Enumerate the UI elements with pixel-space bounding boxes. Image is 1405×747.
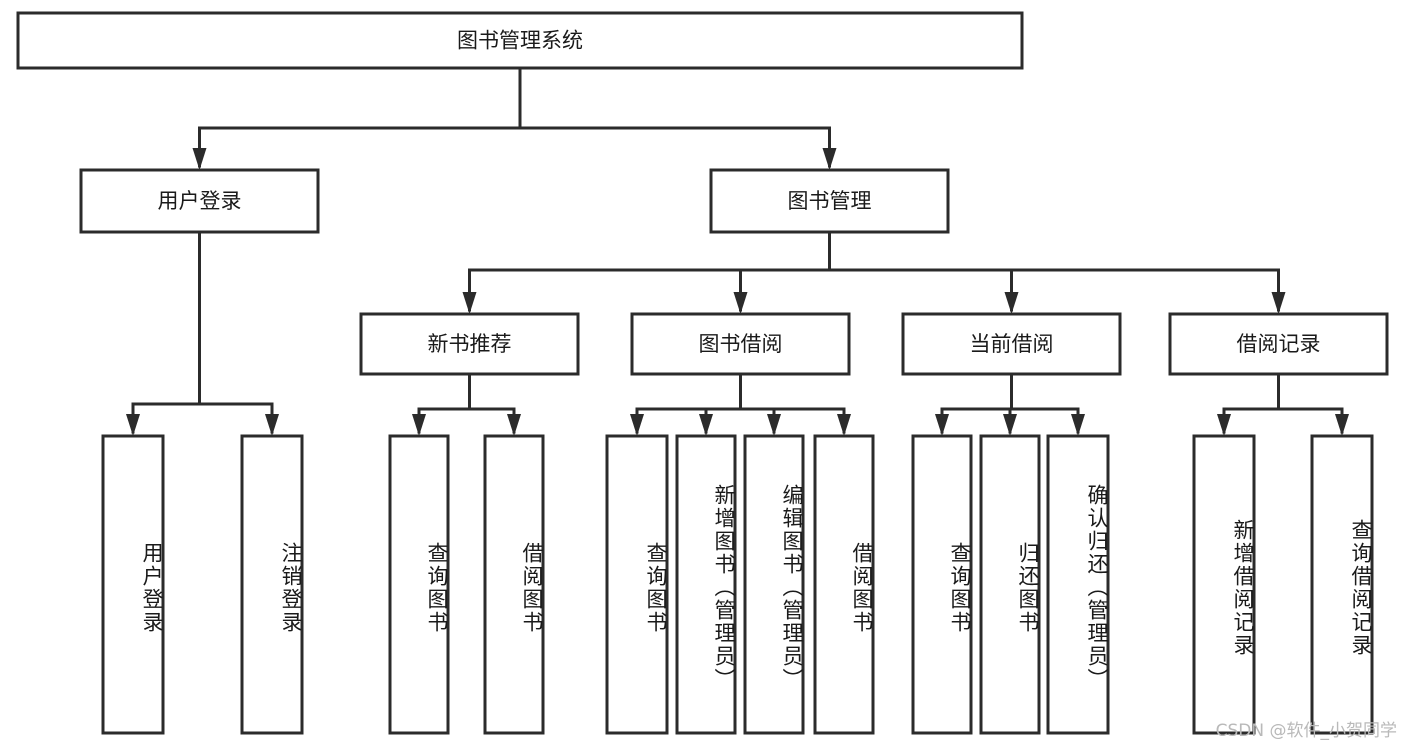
arrowhead-new-book-leaf-1 bbox=[507, 414, 521, 436]
arrowhead-level3-0 bbox=[462, 292, 477, 314]
arrowhead-level3-2 bbox=[1004, 292, 1019, 314]
level3-node-label-1: 图书借阅 bbox=[699, 332, 783, 356]
level3-node-box-3[interactable] bbox=[1168, 312, 1389, 376]
leaf-node-box-7[interactable] bbox=[813, 434, 875, 735]
arrowhead-current-borrow-leaf-2 bbox=[1071, 414, 1085, 436]
root-node-box[interactable] bbox=[16, 11, 1024, 70]
arrowhead-user-login-leaf-1 bbox=[265, 414, 279, 436]
arrowhead-borrow-record-leaf-0 bbox=[1217, 414, 1231, 436]
arrowhead-borrow-record-leaf-1 bbox=[1335, 414, 1349, 436]
arrowhead-book-borrow-leaf-3 bbox=[837, 414, 851, 436]
arrowhead-current-borrow-leaf-1 bbox=[1003, 414, 1017, 436]
arrowhead-level3-1 bbox=[733, 292, 748, 314]
level3-node-label-0: 新书推荐 bbox=[428, 332, 512, 356]
connectors-layer bbox=[126, 66, 1349, 436]
arrowhead-level3-3 bbox=[1271, 292, 1286, 314]
level2-node-label-1: 图书管理 bbox=[788, 189, 872, 213]
csdn-watermark: CSDN @软件_小贺同学 bbox=[1215, 721, 1397, 741]
arrowhead-book-borrow-leaf-2 bbox=[767, 414, 781, 436]
arrowhead-new-book-leaf-0 bbox=[412, 414, 426, 436]
level3-node-label-3: 借阅记录 bbox=[1237, 332, 1321, 356]
leaf-node-box-4[interactable] bbox=[605, 434, 669, 735]
leaf-node-box-6[interactable] bbox=[743, 434, 805, 735]
level3-node-label-2: 当前借阅 bbox=[970, 332, 1054, 356]
leaf-node-box-8[interactable] bbox=[911, 434, 973, 735]
arrowhead-book-mgmt bbox=[822, 148, 837, 170]
arrowhead-user-login-leaf-0 bbox=[126, 414, 140, 436]
leaf-node-box-10[interactable] bbox=[1046, 434, 1110, 735]
level2-node-box-1[interactable] bbox=[709, 168, 950, 234]
leaf-node-box-11[interactable] bbox=[1192, 434, 1256, 735]
arrowhead-book-borrow-leaf-0 bbox=[630, 414, 644, 436]
arrowhead-current-borrow-leaf-0 bbox=[935, 414, 949, 436]
arrowhead-book-borrow-leaf-1 bbox=[699, 414, 713, 436]
leaf-node-box-1[interactable] bbox=[240, 434, 304, 735]
level3-node-box-1[interactable] bbox=[630, 312, 851, 376]
leaf-node-box-0[interactable] bbox=[101, 434, 165, 735]
level3-node-box-0[interactable] bbox=[359, 312, 580, 376]
boxes-layer bbox=[16, 11, 1389, 735]
level3-node-box-2[interactable] bbox=[901, 312, 1122, 376]
root-node-label: 图书管理系统 bbox=[457, 29, 583, 53]
level2-node-box-0[interactable] bbox=[79, 168, 320, 234]
leaf-node-box-5[interactable] bbox=[675, 434, 737, 735]
leaf-node-box-12[interactable] bbox=[1310, 434, 1374, 735]
level2-node-label-0: 用户登录 bbox=[158, 189, 242, 213]
leaf-node-box-2[interactable] bbox=[388, 434, 450, 735]
leaf-node-box-3[interactable] bbox=[483, 434, 545, 735]
leaf-node-box-9[interactable] bbox=[979, 434, 1041, 735]
arrowhead-user-login bbox=[192, 148, 207, 170]
